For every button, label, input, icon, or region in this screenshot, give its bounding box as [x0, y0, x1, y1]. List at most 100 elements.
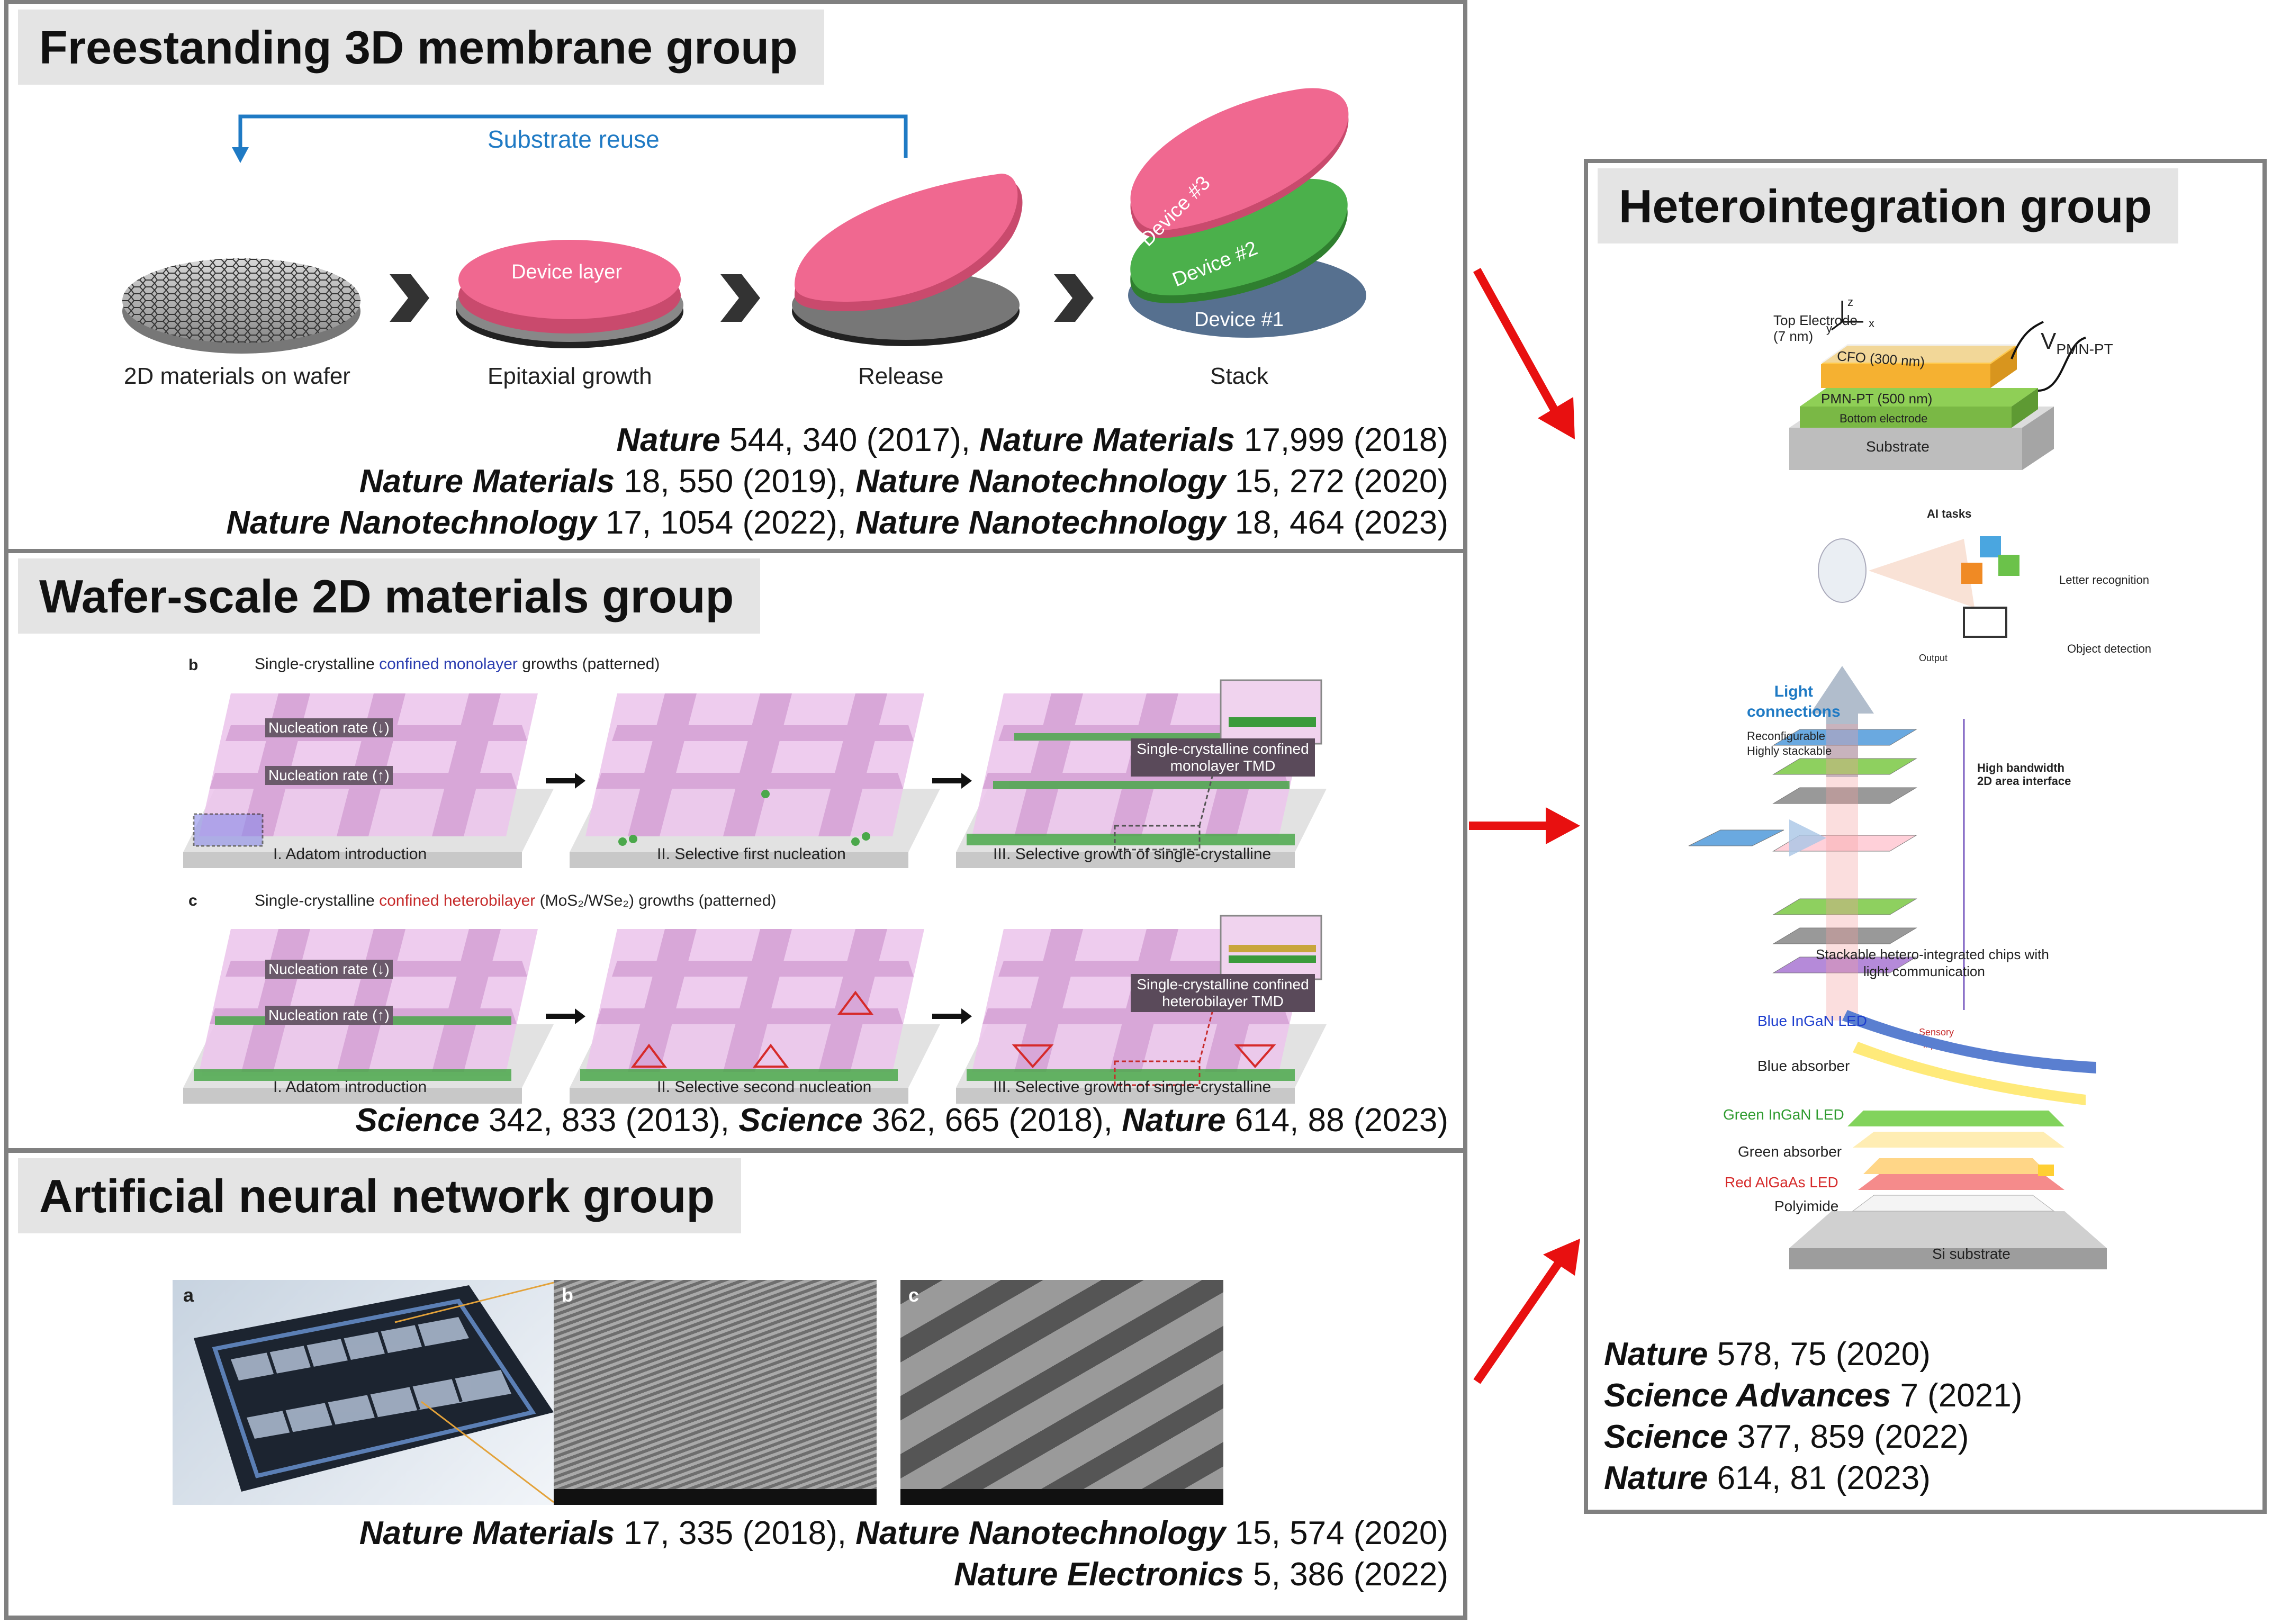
reference-line: Nature Materials 18, 550 (2019), Nature … — [226, 461, 1448, 502]
device-1-label: Device #1 — [1194, 309, 1284, 331]
green-led-label: Green InGaN LED — [1723, 1106, 1844, 1123]
green-absorber-label: Green absorber — [1738, 1143, 1842, 1160]
citation-details: 544, 340 (2017), — [720, 422, 980, 458]
row-b-step-2: II. Selective first nucleation — [657, 845, 846, 863]
step-chevron-1 — [390, 274, 429, 322]
substrate-label: Substrate — [1866, 438, 1930, 455]
row-b-letter: b — [188, 656, 199, 674]
bullet-reconfigurable: Reconfigurable — [1747, 729, 1825, 743]
row-c-caption: Single-crystalline confined heterobilaye… — [255, 892, 777, 909]
axis-y: y — [1826, 322, 1832, 335]
journal-name: Science — [738, 1102, 863, 1139]
wafer-scale-references: Science 342, 833 (2013), Science 362, 66… — [355, 1100, 1448, 1141]
journal-name: Nature — [616, 422, 720, 458]
graphene-wafer — [122, 258, 360, 354]
axis-x: x — [1869, 317, 1874, 330]
citation-details: 5, 386 (2022) — [1243, 1556, 1448, 1593]
voltage-label: VPMN-PT — [2041, 328, 2113, 357]
freestanding-title: Freestanding 3D membrane group — [18, 10, 824, 85]
substrate-reuse-arrow — [232, 114, 908, 163]
reference-line: Nature 614, 81 (2023) — [1604, 1458, 2022, 1499]
ann-references: Nature Materials 17, 335 (2018), Nature … — [359, 1513, 1448, 1595]
journal-name: Nature — [1122, 1102, 1226, 1139]
reference-line: Nature 544, 340 (2017), Nature Materials… — [226, 420, 1448, 461]
bandwidth-label-1: High bandwidth — [1977, 761, 2064, 774]
row-c-step-1: I. Adatom introduction — [273, 1078, 427, 1096]
top-electrode-label: Top Electrode — [1773, 312, 1858, 328]
hetero-panel: Heterointegration group z x y Top Electr… — [1584, 159, 2267, 1514]
hetero-references: Nature 578, 75 (2020)Science Advances 7 … — [1604, 1334, 2022, 1499]
reference-line: Nature Nanotechnology 17, 1054 (2022), N… — [226, 502, 1448, 544]
citation-details: 18, 550 (2019), — [615, 463, 856, 500]
wafer-scale-panel: Wafer-scale 2D materials group b Single-… — [4, 549, 1467, 1152]
citation-details: 7 (2021) — [1891, 1377, 2023, 1414]
journal-name: Nature Nanotechnology — [855, 463, 1226, 500]
polyimide-label: Polyimide — [1774, 1198, 1839, 1214]
journal-name: Nature Nanotechnology — [855, 1515, 1226, 1551]
stacked-chips-diagram — [1688, 536, 2019, 1021]
si-substrate-label: Si substrate — [1932, 1246, 2010, 1262]
output-label: Output — [1919, 653, 1948, 663]
blue-absorber-label: Blue absorber — [1757, 1058, 1850, 1074]
photo-letter-a: a — [183, 1284, 194, 1306]
journal-name: Nature Nanotechnology — [855, 504, 1226, 541]
citation-details: 614, 88 (2023) — [1225, 1102, 1448, 1139]
step-label-1: 2D materials on wafer — [124, 363, 350, 389]
substrate-reuse-label: Substrate reuse — [488, 125, 660, 153]
row-b-step-3: III. Selective growth of single-crystall… — [993, 845, 1272, 863]
citation-details: 578, 75 (2020) — [1708, 1336, 1931, 1373]
photo-letter-c: c — [908, 1284, 919, 1306]
zoom-lines — [394, 1282, 554, 1503]
reference-line: Science 342, 833 (2013), Science 362, 66… — [355, 1100, 1448, 1141]
pmnpt-label: PMN-PT (500 nm) — [1821, 391, 1933, 407]
row-b-rate-down: Nucleation rate (↓) — [265, 718, 393, 737]
stacked-devices — [1128, 88, 1366, 338]
reference-line: Science 377, 859 (2022) — [1604, 1417, 2022, 1458]
bottom-electrode-label: Bottom electrode — [1840, 412, 1928, 425]
step-label-4: Stack — [1210, 363, 1269, 389]
citation-details: 17,999 (2018) — [1234, 422, 1448, 458]
wafer-scale-title: Wafer-scale 2D materials group — [18, 558, 761, 634]
citation-details: 362, 665 (2018), — [862, 1102, 1122, 1139]
pmnpt-stack — [1789, 301, 2086, 470]
ann-panel: Artificial neural network group a b c Na… — [4, 1149, 1467, 1620]
citation-details: 18, 464 (2023) — [1225, 504, 1448, 541]
journal-name: Nature Nanotechnology — [226, 504, 597, 541]
photo-letter-b: b — [562, 1284, 573, 1306]
chip-photo — [173, 1280, 564, 1505]
hetero-title: Heterointegration group — [1598, 168, 2179, 243]
ai-tasks-label: AI tasks — [1927, 507, 1972, 520]
freestanding-references: Nature 544, 340 (2017), Nature Materials… — [226, 420, 1448, 544]
sem-photo-c — [900, 1280, 1223, 1505]
row-c-letter: c — [188, 892, 197, 909]
reference-line: Nature Electronics 5, 386 (2022) — [359, 1554, 1448, 1595]
epitaxial-wafer — [456, 240, 683, 348]
row-b-step-1: I. Adatom introduction — [273, 845, 427, 863]
journal-name: Nature Materials — [359, 463, 615, 500]
row-c-step-2: II. Selective second nucleation — [657, 1078, 872, 1096]
blue-led-label: Blue InGaN LED — [1757, 1013, 1867, 1029]
led-stack — [1789, 1010, 2107, 1269]
letter-recognition-label: Letter recognition — [2059, 573, 2149, 587]
citation-details: 614, 81 (2023) — [1708, 1460, 1931, 1496]
bullet-stackable: Highly stackable — [1747, 744, 1832, 757]
chips-caption-2: light communication — [1863, 963, 1985, 979]
bandwidth-label-2: 2D area interface — [1977, 774, 2071, 788]
citation-details: 17, 335 (2018), — [615, 1515, 856, 1551]
row-b-inset-label: Single-crystalline confined monolayer TM… — [1131, 738, 1315, 777]
row-c-substrates — [183, 915, 1327, 1104]
freestanding-panel: Freestanding 3D membrane group Substrate… — [4, 0, 1467, 553]
step-label-2: Epitaxial growth — [488, 363, 652, 389]
journal-name: Nature — [1604, 1460, 1708, 1496]
row-c-step-3: III. Selective growth of single-crystall… — [993, 1078, 1272, 1096]
axis-z: z — [1847, 295, 1853, 309]
citation-details: 15, 574 (2020) — [1225, 1515, 1448, 1551]
red-led-label: Red AlGaAs LED — [1725, 1174, 1838, 1190]
sem-photo-b — [554, 1280, 877, 1505]
top-electrode-thickness: (7 nm) — [1773, 328, 1814, 344]
row-b-caption: Single-crystalline confined monolayer gr… — [255, 655, 660, 673]
object-detection-label: Object detection — [2067, 642, 2151, 655]
reference-line: Nature 578, 75 (2020) — [1604, 1334, 2022, 1375]
citation-details: 17, 1054 (2022), — [596, 504, 856, 541]
